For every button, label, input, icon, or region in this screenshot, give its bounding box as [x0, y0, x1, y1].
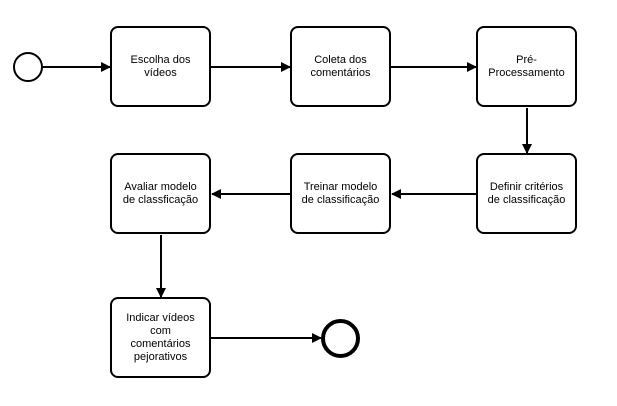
node-definir-criterios: Definir critérios de classificação	[476, 153, 577, 234]
node-pre-processamento: Pré- Processamento	[476, 26, 577, 107]
start-event	[13, 52, 43, 82]
node-indicar-videos: Indicar vídeos com comentários pejorativ…	[110, 297, 211, 378]
end-event	[321, 319, 360, 358]
node-avaliar-modelo: Avaliar modelo de classficação	[110, 153, 211, 234]
node-coleta-comentarios: Coleta dos comentários	[290, 26, 391, 107]
node-treinar-modelo: Treinar modelo de classificação	[290, 153, 391, 234]
node-escolha-videos: Escolha dos vídeos	[110, 26, 211, 107]
